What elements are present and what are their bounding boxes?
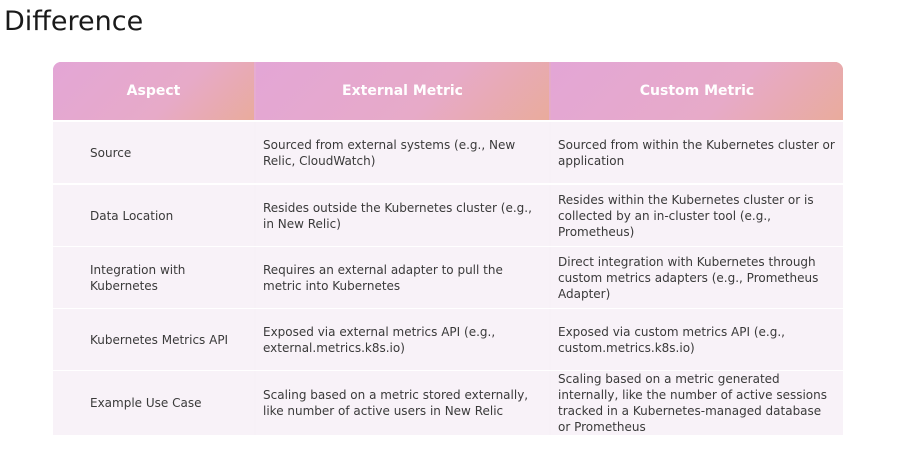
aspect-cell: Data Location bbox=[53, 185, 254, 246]
table-row: Data Location Resides outside the Kubern… bbox=[53, 185, 843, 246]
external-metric-cell: Requires an external adapter to pull the… bbox=[256, 247, 549, 308]
aspect-cell: Example Use Case bbox=[53, 371, 254, 435]
custom-metric-cell: Direct integration with Kubernetes throu… bbox=[551, 247, 843, 308]
external-metric-cell: Exposed via external metrics API (e.g., … bbox=[256, 309, 549, 370]
aspect-cell: Kubernetes Metrics API bbox=[53, 309, 254, 370]
aspect-cell: Integration with Kubernetes bbox=[53, 247, 254, 308]
external-metric-cell: Scaling based on a metric stored externa… bbox=[256, 371, 549, 435]
custom-metric-cell: Resides within the Kubernetes cluster or… bbox=[551, 185, 843, 246]
table-header-row: Aspect External Metric Custom Metric bbox=[53, 62, 843, 120]
table-row: Source Sourced from external systems (e.… bbox=[53, 122, 843, 183]
header-aspect: Aspect bbox=[53, 62, 254, 120]
page-title: Difference bbox=[4, 6, 144, 37]
header-custom-metric: Custom Metric bbox=[551, 62, 843, 120]
aspect-cell: Source bbox=[53, 122, 254, 183]
table-row: Kubernetes Metrics API Exposed via exter… bbox=[53, 309, 843, 370]
comparison-table: Aspect External Metric Custom Metric Sou… bbox=[53, 62, 843, 435]
custom-metric-cell: Sourced from within the Kubernetes clust… bbox=[551, 122, 843, 183]
external-metric-cell: Sourced from external systems (e.g., New… bbox=[256, 122, 549, 183]
custom-metric-cell: Scaling based on a metric generated inte… bbox=[551, 371, 843, 435]
table-row: Integration with Kubernetes Requires an … bbox=[53, 247, 843, 308]
table-row: Example Use Case Scaling based on a metr… bbox=[53, 371, 843, 435]
header-external-metric: External Metric bbox=[256, 62, 549, 120]
external-metric-cell: Resides outside the Kubernetes cluster (… bbox=[256, 185, 549, 246]
custom-metric-cell: Exposed via custom metrics API (e.g., cu… bbox=[551, 309, 843, 370]
